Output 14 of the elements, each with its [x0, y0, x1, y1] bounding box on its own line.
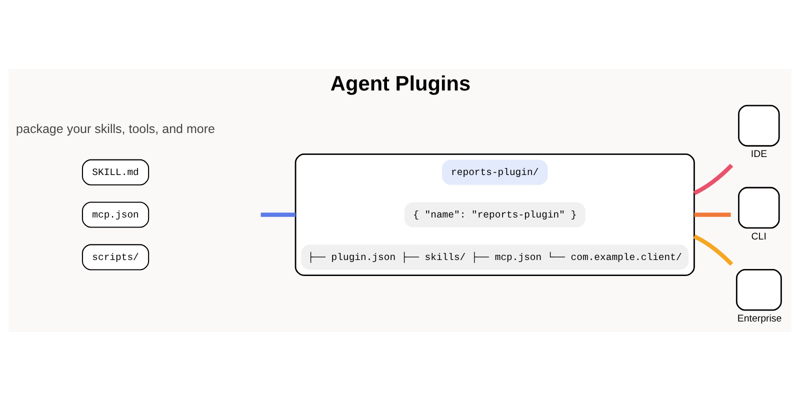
diagram-title: Agent Plugins: [330, 72, 471, 96]
label: package your skills, tools, and more: [16, 121, 216, 136]
node-box: SKILL.md: [82, 158, 150, 185]
node-label: CLI: [751, 230, 766, 242]
node-label: Enterprise: [737, 312, 782, 324]
connector: [693, 234, 734, 266]
node-box: scripts/: [82, 244, 150, 270]
connector: [694, 212, 731, 216]
node-box: mcp.json: [82, 201, 150, 228]
cluster: [294, 153, 695, 276]
node-box: reports-plugin/: [442, 159, 548, 184]
node-label: IDE: [750, 148, 768, 160]
connector: [693, 163, 734, 195]
connector: [260, 212, 296, 216]
